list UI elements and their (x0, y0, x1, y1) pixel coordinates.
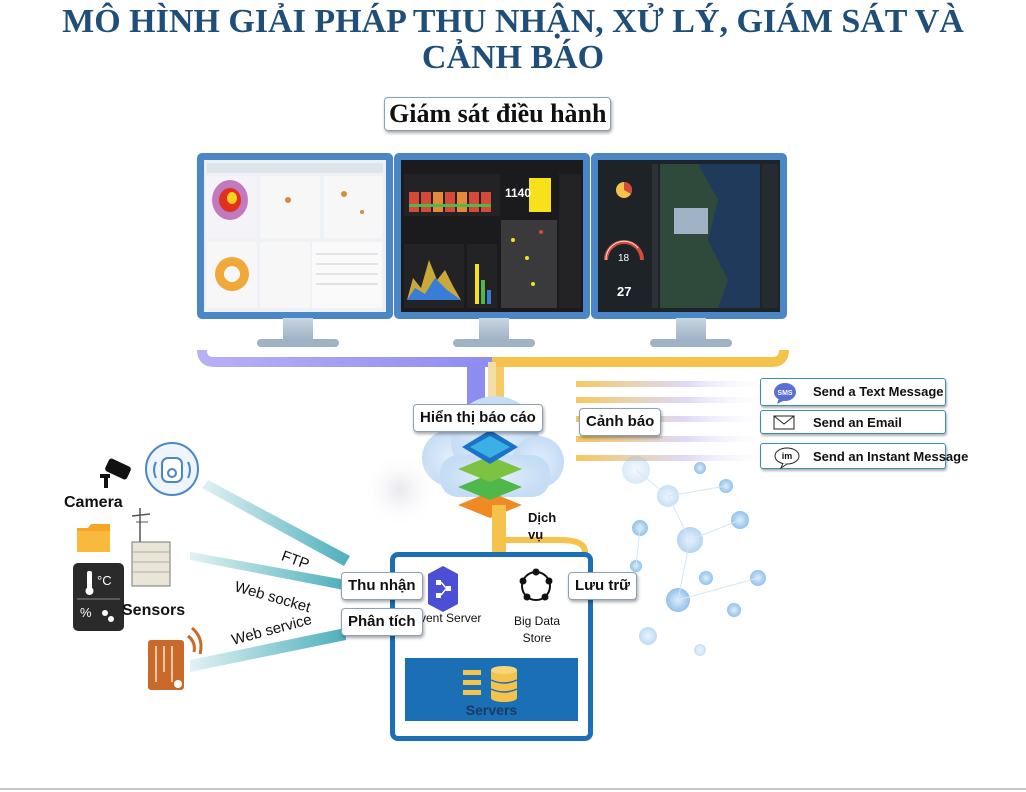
servers-panel: Servers (405, 658, 578, 721)
monitor-right: 18 27 (591, 153, 787, 319)
reporting-label: Hiển thị báo cáo (413, 404, 543, 432)
alert-channel-email: Send an Email (760, 410, 946, 434)
monitor-right-neck (676, 318, 706, 340)
service-label-line1: Dịch (528, 510, 557, 525)
dashboard-counter-number: 27 (617, 284, 632, 299)
svg-text:im: im (782, 451, 793, 461)
monitor-bus-purple (197, 349, 492, 367)
alert-channel-sms-label: Send a Text Message (813, 384, 944, 399)
thermometer-icon (77, 571, 120, 622)
dashboard-big-number: 1140 (505, 186, 532, 200)
dashboard-gauge-number: 18 (618, 253, 630, 264)
page-title-line2: CẢNH BÁO (421, 39, 605, 76)
page-title: MÔ HÌNH GIẢI PHÁP THU NHẬN, XỬ LÝ, GIÁM … (0, 4, 1026, 76)
alert-channel-email-label: Send an Email (813, 415, 902, 430)
big-data-label-line2: Store (522, 631, 552, 645)
camera-label: Camera (64, 494, 123, 511)
monitor-right-foot (650, 339, 732, 347)
screen-analytics-dashboard: 1140 (401, 160, 583, 312)
service-label-line2: vụ (528, 527, 544, 542)
heatmap-dashboard-graphic (204, 160, 386, 312)
map-dashboard-graphic (598, 160, 780, 312)
storage-label: Lưu trữ (568, 572, 638, 600)
event-server-label: Event Server (412, 611, 482, 625)
monitor-left-foot (257, 339, 339, 347)
temperature-humidity-sensor: °C % (73, 563, 124, 631)
alert-channel-im-label: Send an Instant Message (813, 449, 969, 464)
alert-channel-im: im Send an Instant Message (760, 443, 968, 470)
analytics-dashboard-graphic (401, 160, 583, 312)
monitor-center-neck (479, 318, 509, 340)
weather-station-icon (131, 508, 171, 587)
sensors-label: Sensors (122, 602, 186, 619)
humidity-symbol: % (80, 605, 92, 620)
temperature-symbol: °C (97, 573, 112, 588)
big-data-label: Big Data Store (508, 613, 566, 647)
monitor-center-foot (453, 339, 535, 347)
iot-device-icon (148, 626, 203, 690)
event-server-icon (428, 566, 458, 612)
folder-icon (77, 524, 110, 552)
screen-map-dashboard: 18 27 (598, 160, 780, 312)
page-title-line1: MÔ HÌNH GIẢI PHÁP THU NHẬN, XỬ LÝ, GIÁM … (62, 3, 964, 40)
network-bubbles (622, 456, 766, 656)
sms-icon: SMS (773, 382, 799, 407)
screen-heatmap-dashboard (204, 160, 386, 312)
wireless-sensor-icon (145, 442, 199, 496)
camera-icon (100, 458, 131, 488)
monitor-bus-orange (492, 349, 789, 367)
monitor-center: 1140 (394, 153, 590, 319)
alert-channel-sms: SMS Send a Text Message (760, 378, 946, 406)
alert-label: Cảnh báo (579, 408, 662, 436)
monitor-left (197, 153, 393, 319)
svg-text:SMS: SMS (777, 390, 793, 397)
big-data-label-line1: Big Data (513, 614, 561, 628)
monitoring-label: Giám sát điều hành (384, 97, 612, 131)
ingest-label: Thu nhận (341, 572, 423, 600)
monitor-left-neck (283, 318, 313, 340)
server-database-icon (463, 666, 518, 702)
envelope-icon (773, 415, 797, 434)
instant-message-icon: im (773, 446, 801, 473)
servers-label: Servers (465, 702, 518, 718)
analysis-label: Phân tích (341, 608, 423, 636)
service-label: Dịch vụ (528, 509, 556, 543)
big-data-icon (519, 568, 553, 601)
